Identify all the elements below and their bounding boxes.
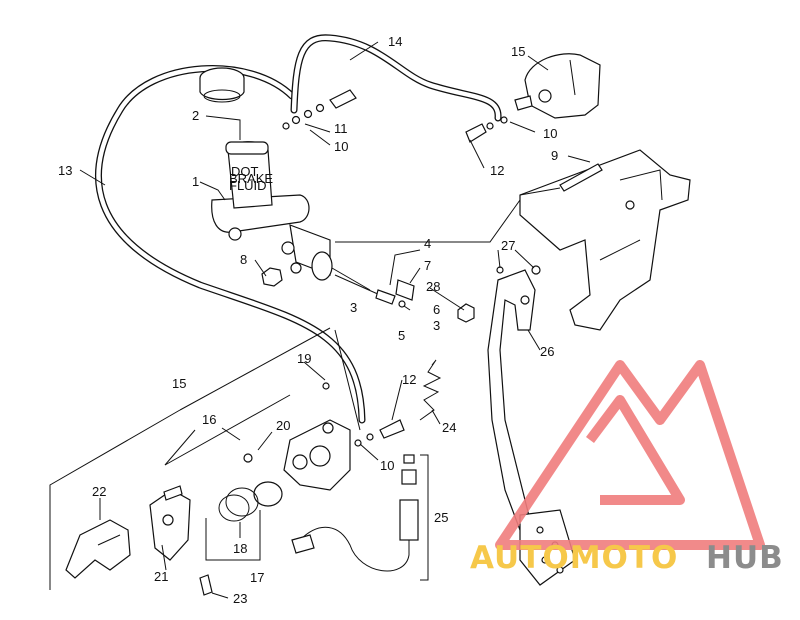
- callout-22: 22: [92, 484, 106, 499]
- leader-lines: [49, 41, 591, 599]
- callout-13: 13: [58, 163, 72, 178]
- pushrod: [334, 274, 396, 305]
- watermark-text: AUTOMOTO HUB: [470, 540, 784, 576]
- callout-26: 26: [540, 344, 554, 359]
- callout-20: 20: [276, 418, 290, 433]
- reservoir-label-line2: BRAKE: [229, 171, 273, 186]
- callout-24: 24: [442, 420, 456, 435]
- callout-3-b: 3: [433, 318, 440, 333]
- callout-27: 27: [501, 238, 515, 253]
- callout-12-b: 12: [402, 372, 416, 387]
- reservoir-label-line1: DOT: [231, 164, 259, 179]
- callout-15-b: 15: [172, 376, 186, 391]
- caliper-piston-seals-17-18: [218, 481, 283, 522]
- callout-19: 19: [297, 351, 311, 366]
- nut-28: [457, 303, 475, 323]
- clevis-4-7: [395, 279, 415, 308]
- caliper-15-top: [514, 53, 601, 119]
- callout-14: 14: [388, 34, 402, 49]
- callout-16: 16: [202, 412, 216, 427]
- callout-3-a: 3: [350, 300, 357, 315]
- callout-15-a: 15: [511, 44, 525, 59]
- callout-28: 28: [426, 279, 440, 294]
- brake-pad-22: [65, 519, 131, 579]
- mounting-bolt-8: [261, 267, 283, 287]
- pedal-pivot-bolt-9: [519, 163, 603, 196]
- watermark-word-2: HUB: [706, 540, 784, 576]
- callout-10-c: 10: [380, 458, 394, 473]
- callout-9: 9: [551, 148, 558, 163]
- watermark-logo: [495, 360, 765, 550]
- hose-14: [290, 34, 502, 122]
- callout-1: 1: [192, 174, 199, 189]
- callout-6: 6: [433, 302, 440, 317]
- master-cylinder: DOT BRAKE FLUID: [211, 141, 371, 291]
- callout-10-a: 10: [334, 139, 348, 154]
- brake-switch-25: [291, 454, 419, 572]
- callout-7: 7: [424, 258, 431, 273]
- callout-25: 25: [434, 510, 448, 525]
- callout-11: 11: [334, 121, 348, 136]
- return-spring-24: [419, 359, 442, 421]
- callout-4: 4: [424, 236, 431, 251]
- watermark-word-1: AUTOMOTO: [470, 540, 678, 576]
- callout-10-b: 10: [543, 126, 557, 141]
- callout-21: 21: [154, 569, 168, 584]
- reservoir-cap: [199, 67, 245, 103]
- callouts: 1 2 3 3 4 5 6 7 8 9 10 10 10 11 12 12 13…: [58, 34, 558, 606]
- callout-23: 23: [233, 591, 247, 606]
- caliper-body-16: [283, 419, 351, 491]
- caliper-bracket-21: [149, 485, 191, 561]
- banjo-bolt-11: [282, 89, 357, 130]
- banjo-bolt-12-lower: [354, 419, 405, 447]
- callout-8: 8: [240, 252, 247, 267]
- screw-23: [199, 574, 213, 596]
- callout-2: 2: [192, 108, 199, 123]
- pedal-bracket: [519, 149, 691, 331]
- callout-17: 17: [250, 570, 264, 585]
- bleeder-19-20: [243, 382, 330, 463]
- callout-5: 5: [398, 328, 405, 343]
- callout-12-a: 12: [490, 163, 504, 178]
- hose-13: [95, 65, 366, 424]
- reservoir-label-line3: FLUID: [229, 178, 267, 193]
- banjo-bolt-12-top: [465, 116, 508, 143]
- callout-18: 18: [233, 541, 247, 556]
